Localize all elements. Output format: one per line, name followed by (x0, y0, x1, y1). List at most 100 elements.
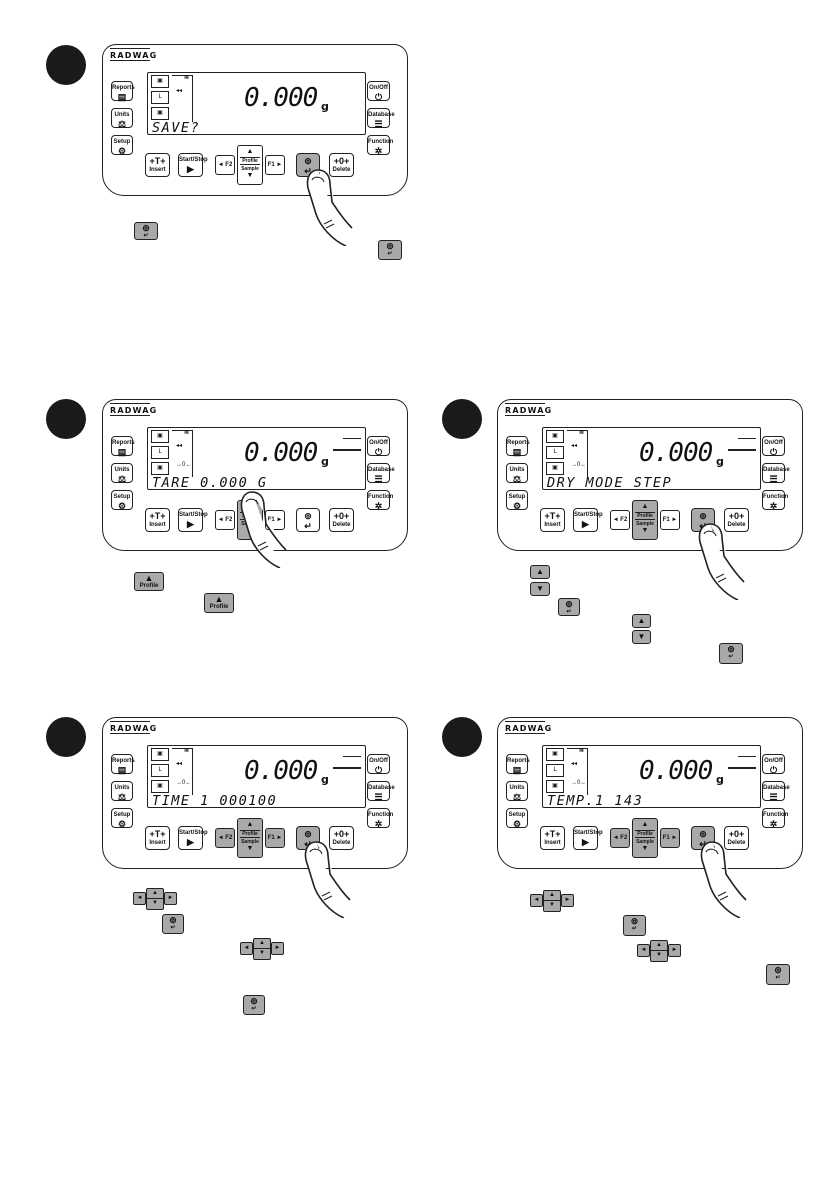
setup-button[interactable]: Setup⚙ (111, 490, 133, 511)
f1-right-button[interactable]: F1 ► (660, 828, 680, 848)
zero-delete-button[interactable]: +0+Delete (724, 508, 749, 532)
lcd-display: ▣ᒪ▣ ≋ ◂◂ →0← 0.000 g TIME 1 000100 (147, 745, 366, 808)
enter-icon: ⊚ (699, 511, 707, 521)
database-button[interactable]: Database☰ (762, 781, 790, 802)
function-button[interactable]: Function✲ (367, 135, 393, 156)
startstop-button[interactable]: Start/Stop▶ (573, 508, 603, 532)
onoff-button[interactable]: On/Off⏻ (367, 436, 390, 457)
function-button[interactable]: Function✲ (367, 490, 393, 511)
function-button[interactable]: Function✲ (762, 808, 788, 829)
zero-delete-button[interactable]: +0+Delete (329, 508, 354, 532)
lcd-unit: g (321, 773, 329, 786)
database-button[interactable]: Database☰ (367, 463, 395, 484)
lcd-percent-icon: ▣ (151, 780, 169, 793)
setup-button[interactable]: Setup⚙ (111, 808, 133, 829)
play-icon: ▶ (187, 164, 194, 174)
profile-key-inline: ▲Profile (134, 572, 164, 591)
weight-icon: ⚖ (117, 119, 127, 129)
power-icon: ⏻ (769, 447, 778, 457)
lcd-hook-icon: ᒪ (151, 764, 169, 777)
onoff-button[interactable]: On/Off⏻ (367, 81, 390, 102)
function-icon: ✲ (374, 819, 383, 829)
setup-button[interactable]: Setup⚙ (111, 135, 133, 156)
zero-delete-button[interactable]: +0+Delete (329, 826, 354, 850)
enter-key-inline: ⊚↵ (766, 964, 790, 985)
lcd-display: ▣ᒪ▣ ≋ ◂◂ →0← 0.000 g TARE 0.000 G (147, 427, 366, 490)
enter-icon: ⊚ (304, 829, 312, 839)
database-icon: ☰ (769, 474, 778, 484)
setup-button[interactable]: Setup⚙ (506, 490, 528, 511)
f2-left-button[interactable]: ◄ F2 (215, 828, 235, 848)
function-icon: ✲ (769, 819, 778, 829)
onoff-button[interactable]: On/Off⏻ (367, 754, 390, 775)
lcd-message: SAVE? (152, 120, 201, 135)
tare-insert-button[interactable]: +T+Insert (145, 508, 170, 532)
lcd-weight: 0.000 (244, 438, 318, 468)
tare-insert-button[interactable]: +T+Insert (145, 153, 170, 177)
lcd-arrow-icon: ◂◂ (571, 443, 578, 449)
function-button[interactable]: Function✲ (367, 808, 393, 829)
units-button[interactable]: Units⚖ (111, 781, 133, 802)
units-button[interactable]: Units⚖ (111, 463, 133, 484)
enter-key-inline: ⊚↵ (623, 915, 646, 936)
function-button[interactable]: Function✲ (762, 490, 788, 511)
reports-button[interactable]: Reports▤ (111, 436, 135, 457)
finger-pointer (698, 523, 745, 600)
step-2-number-dot (46, 399, 86, 439)
units-button[interactable]: Units⚖ (111, 108, 133, 129)
startstop-button[interactable]: Start/Stop▶ (573, 826, 603, 850)
zero-delete-button[interactable]: +0+Delete (724, 826, 749, 850)
enter-key-inline: ⊚↵ (134, 222, 158, 240)
startstop-button[interactable]: Start/Stop▶ (178, 826, 208, 850)
balance-panel: RADWAG ▣ᒪ▣ ≋ ◂◂ →0← 0.000 g DRY MODE STE… (497, 399, 803, 551)
onoff-button[interactable]: On/Off⏻ (762, 754, 785, 775)
f1-right-button[interactable]: F1 ► (265, 828, 285, 848)
power-icon: ⏻ (374, 447, 383, 457)
startstop-button[interactable]: Start/Stop▶ (178, 508, 208, 532)
lcd-profile-icon: ▣ (546, 748, 564, 761)
tare-insert-button[interactable]: +T+Insert (540, 508, 565, 532)
lcd-hook-icon: ᒪ (151, 91, 169, 104)
lcd-profile-icon: ▣ (151, 430, 169, 443)
zero-delete-button[interactable]: +0+Delete (329, 153, 354, 177)
f2-left-button[interactable]: ◄ F2 (215, 155, 235, 175)
enter-key-inline: ⊚↵ (378, 240, 402, 260)
database-icon: ☰ (374, 792, 383, 802)
lcd-arrow-icon: ◂◂ (571, 761, 578, 767)
f2-left-button[interactable]: ◄ F2 (610, 510, 630, 530)
f2-left-button[interactable]: ◄ F2 (610, 828, 630, 848)
reports-button[interactable]: Reports▤ (111, 81, 135, 102)
onoff-button[interactable]: On/Off⏻ (762, 436, 785, 457)
f2-left-button[interactable]: ◄ F2 (215, 510, 235, 530)
reports-button[interactable]: Reports▤ (111, 754, 135, 775)
tare-insert-button[interactable]: +T+Insert (145, 826, 170, 850)
lcd-message: TARE 0.000 G (152, 475, 268, 490)
balance-panel: RADWAG ▣ᒪ▣ ≋ ◂◂ 0.000 g SAVE? Reports▤ U… (102, 44, 408, 196)
database-button[interactable]: Database☰ (367, 781, 395, 802)
setup-button[interactable]: Setup⚙ (506, 808, 528, 829)
units-button[interactable]: Units⚖ (506, 781, 528, 802)
tare-insert-button[interactable]: +T+Insert (540, 826, 565, 850)
enter-icon: ⊚ (699, 829, 707, 839)
database-button[interactable]: Database☰ (762, 463, 790, 484)
database-button[interactable]: Database☰ (367, 108, 395, 129)
reports-button[interactable]: Reports▤ (506, 754, 530, 775)
balance-panel: RADWAG ▣ᒪ▣ ≋ ◂◂ →0← 0.000 g TEMP.1 143 R… (497, 717, 803, 869)
f1-right-button[interactable]: F1 ► (660, 510, 680, 530)
reports-button[interactable]: Reports▤ (506, 436, 530, 457)
units-button[interactable]: Units⚖ (506, 463, 528, 484)
radwag-logo: RADWAG (110, 403, 158, 416)
startstop-button[interactable]: Start/Stop▶ (178, 153, 208, 177)
down-arrow-key-inline: ▼ (530, 582, 550, 596)
enter-button[interactable]: ⊚↵ (296, 508, 320, 532)
nav-keys-inline: ◄▲▼► (530, 890, 574, 912)
f1-right-button[interactable]: F1 ► (265, 155, 285, 175)
